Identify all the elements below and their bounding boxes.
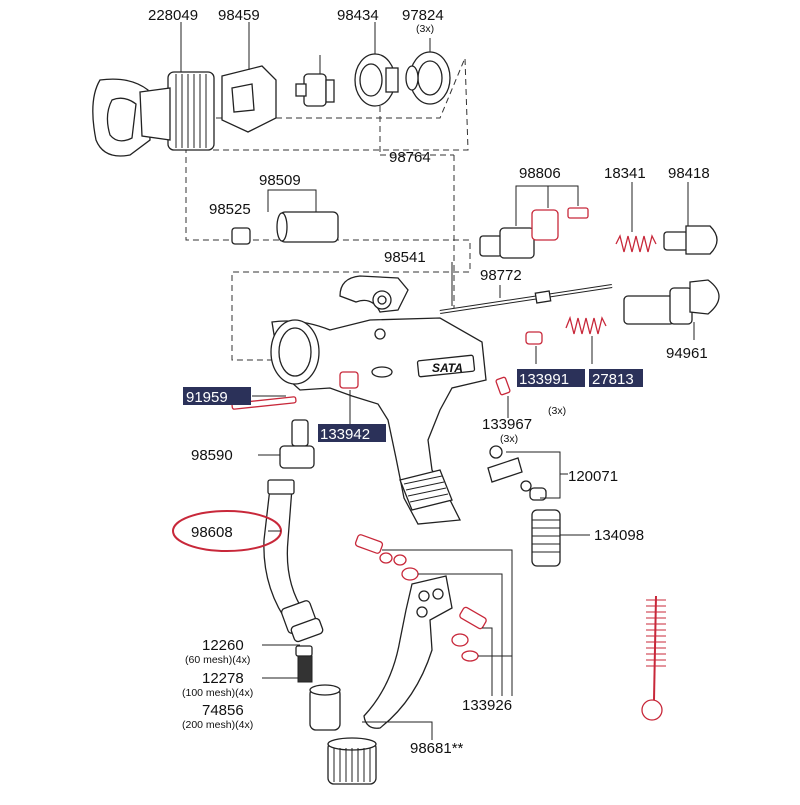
part-98509-sleeve xyxy=(276,211,339,243)
label-133967: 133967 xyxy=(482,416,532,433)
part-98806-valve xyxy=(479,207,589,259)
part-98459-nozzle xyxy=(221,65,277,133)
label-133926: 133926 xyxy=(462,697,512,714)
label-12278: 12278 xyxy=(202,670,244,687)
part-97824-seal xyxy=(405,51,451,105)
brand-logo: SATA xyxy=(432,361,463,375)
part-120071-trigger-kit xyxy=(487,445,547,501)
label-133967-qty: (3x) xyxy=(500,433,518,445)
part-228049-air-cap xyxy=(92,71,215,157)
label-97824-qty: (3x) xyxy=(416,23,434,35)
leader-98681 xyxy=(362,721,433,740)
label-98681: 98681** xyxy=(410,740,464,757)
label-98764: 98764 xyxy=(389,149,431,166)
leader-133926-a xyxy=(382,549,513,696)
part-98681-trigger xyxy=(363,575,453,729)
label-91959: 91959 xyxy=(186,389,228,406)
label-98772: 98772 xyxy=(480,267,522,284)
part-133926-pins xyxy=(354,534,487,662)
label-74856-sub: (200 mesh)(4x) xyxy=(182,719,253,731)
part-98608-tube xyxy=(263,479,324,643)
part-133942-packing xyxy=(339,371,359,389)
label-94961: 94961 xyxy=(666,345,708,362)
part-94961-adjuster xyxy=(623,279,720,325)
label-12260-sub: (60 mesh)(4x) xyxy=(185,654,250,666)
label-12260: 12260 xyxy=(202,637,244,654)
label-98525: 98525 xyxy=(209,201,251,218)
label-27813: 27813 xyxy=(592,371,634,388)
label-98418: 98418 xyxy=(668,165,710,182)
label-74856: 74856 xyxy=(202,702,244,719)
label-12278-sub: (100 mesh)(4x) xyxy=(182,687,253,699)
label-98434: 98434 xyxy=(337,7,379,24)
part-18341-spring xyxy=(615,234,657,253)
part-small-fitting xyxy=(295,73,335,107)
label-98509: 98509 xyxy=(259,172,301,189)
part-cup-adapter xyxy=(309,684,377,785)
part-98590-fitting xyxy=(279,419,315,469)
label-bg-91959 xyxy=(183,387,251,405)
part-133967-pin xyxy=(495,376,511,396)
label-133942: 133942 xyxy=(320,426,370,443)
label-133991: 133991 xyxy=(519,371,569,388)
part-133991-seal xyxy=(525,331,543,345)
part-98418-cap xyxy=(663,225,718,255)
gun-body: SATA xyxy=(270,275,487,525)
assembly-outline xyxy=(185,57,471,361)
label-98608: 98608 xyxy=(191,524,233,541)
label-97824: 97824 xyxy=(402,7,444,24)
part-98525-nut xyxy=(231,227,251,245)
label-bg-27813 xyxy=(589,369,643,387)
label-98806: 98806 xyxy=(519,165,561,182)
leader-133926-b xyxy=(418,573,503,696)
part-134098-connector xyxy=(531,509,561,567)
label-18341: 18341 xyxy=(604,165,646,182)
label-120071: 120071 xyxy=(568,468,618,485)
part-98434-baffle xyxy=(354,53,399,107)
part-98772-needle xyxy=(439,284,613,314)
part-cleaning-brush xyxy=(641,595,666,721)
label-bg-133942 xyxy=(318,424,386,442)
part-91959-pin xyxy=(231,396,297,410)
label-98459: 98459 xyxy=(218,7,260,24)
label-228049: 228049 xyxy=(148,7,198,24)
part-27813-spring xyxy=(565,315,607,335)
label-98541: 98541 xyxy=(384,249,426,266)
leader-98806 xyxy=(515,185,579,226)
label-133991-qty: (3x) xyxy=(548,405,566,417)
leader-133926-c xyxy=(482,627,493,696)
leader-120071 xyxy=(506,451,561,499)
label-bg-133991 xyxy=(517,369,585,387)
label-134098: 134098 xyxy=(594,527,644,544)
label-98590: 98590 xyxy=(191,447,233,464)
part-filter xyxy=(295,645,313,683)
leader-98509 xyxy=(267,189,317,212)
